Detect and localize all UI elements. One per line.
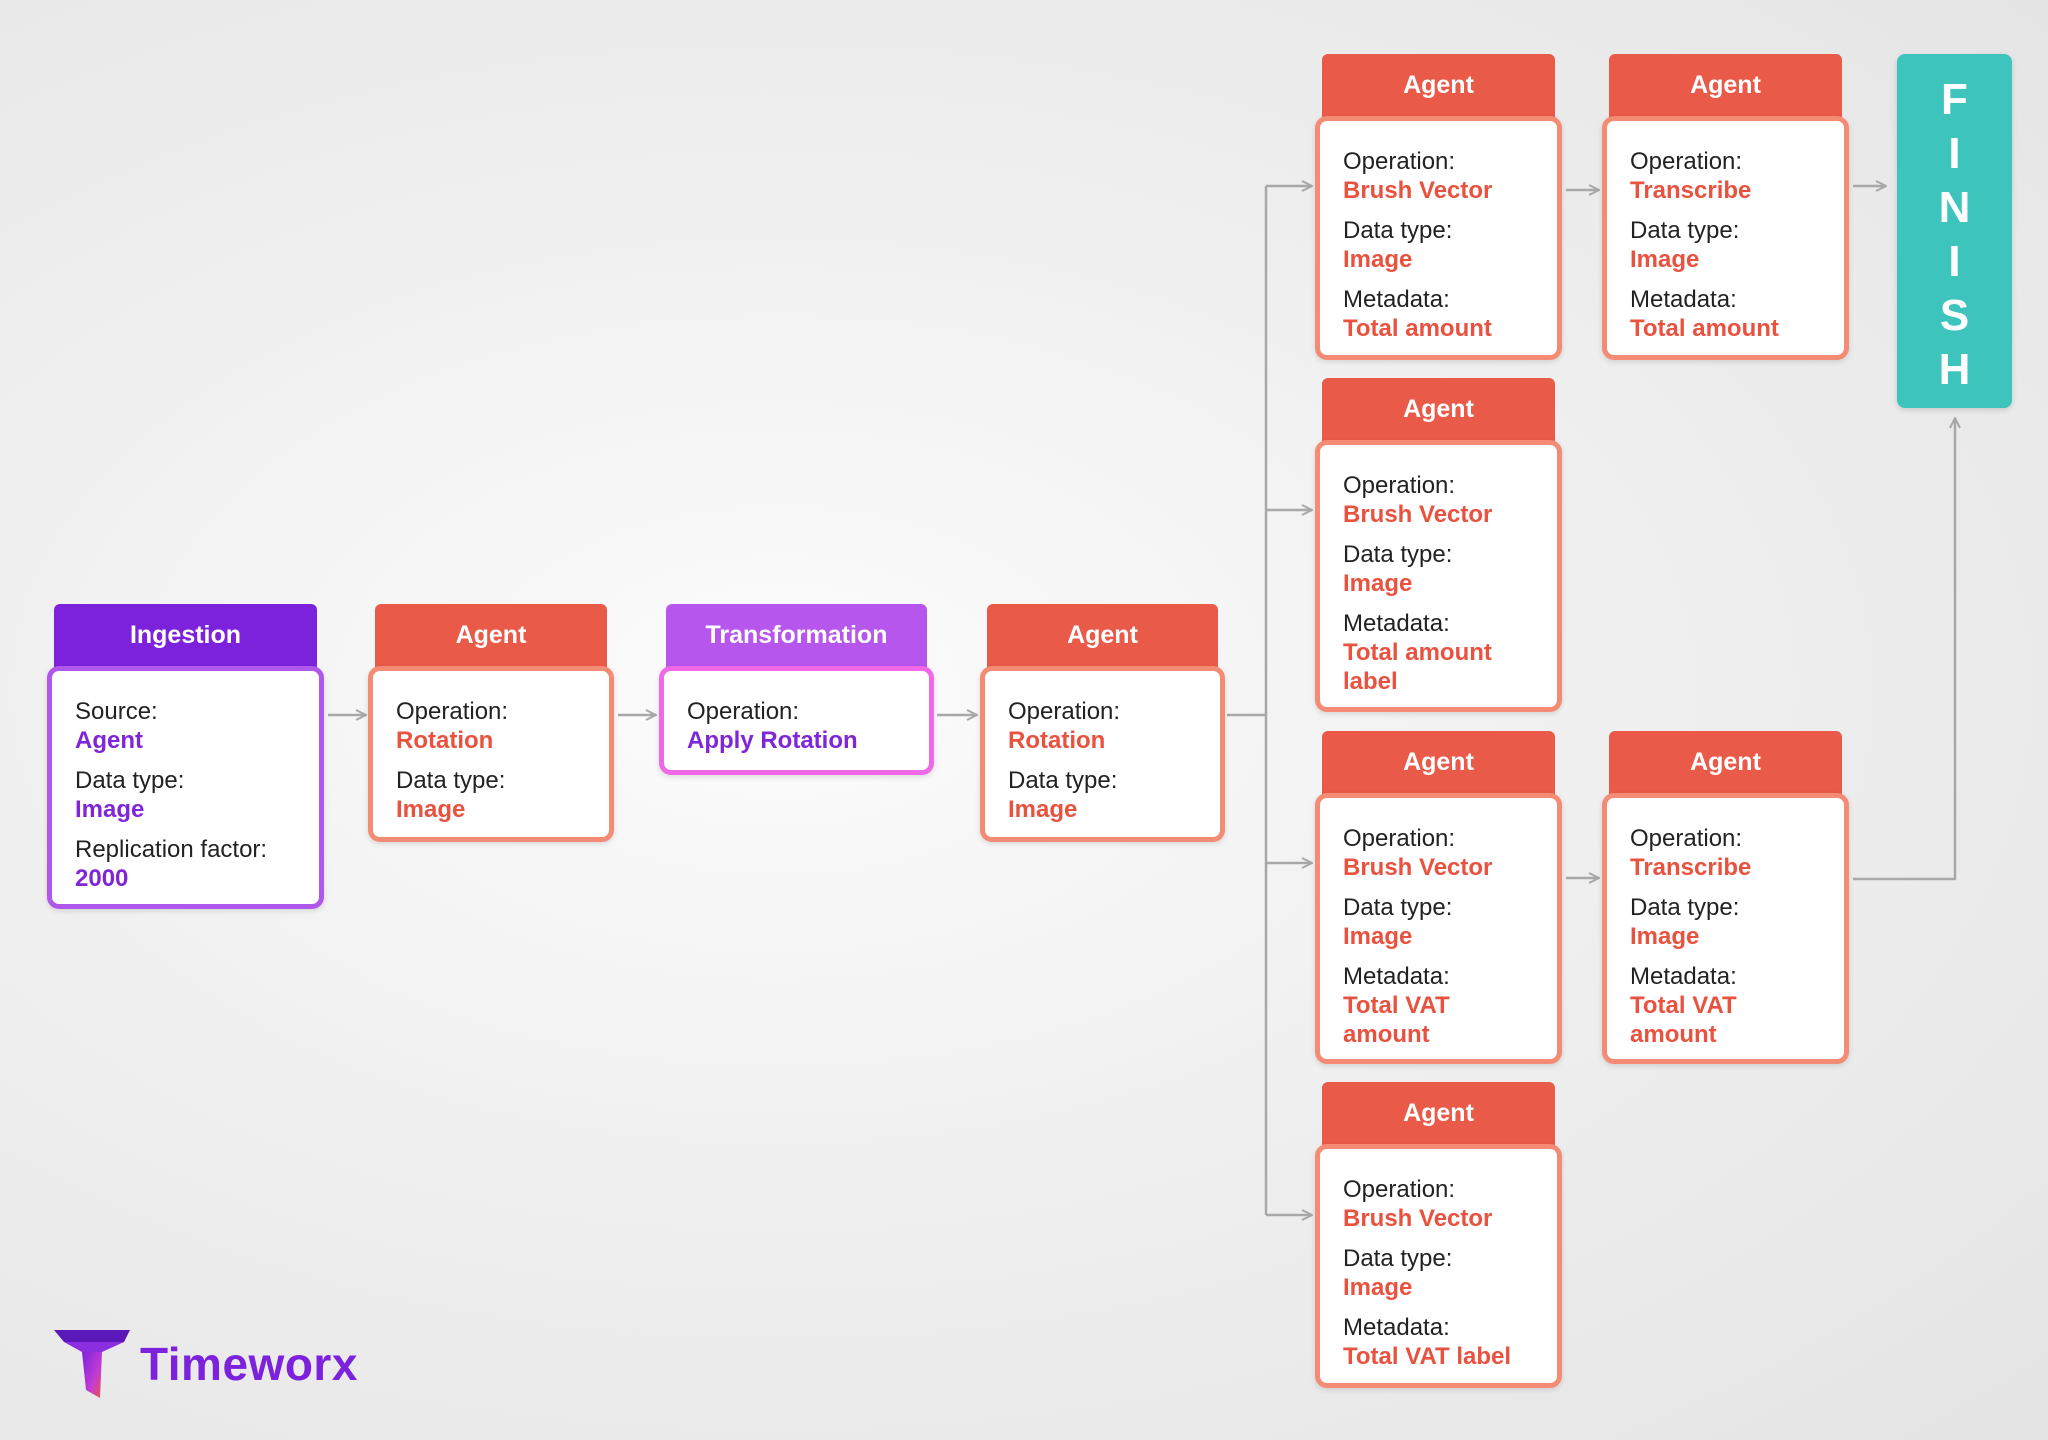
- field-value: Agent: [75, 727, 143, 754]
- finish-letter: N: [1938, 183, 1971, 232]
- agent-transcribe-total-amount-node: Agent Operation:Transcribe Data type:Ima…: [1602, 54, 1849, 360]
- field-value: 2000: [75, 865, 129, 892]
- agent-brush-vector-total-vat-amount-node: Agent Operation:Brush Vector Data type:I…: [1315, 731, 1562, 1064]
- field-value: Brush Vector: [1343, 501, 1493, 528]
- field-value: Total amount: [1630, 315, 1779, 342]
- agent-brush-vector-total-vat-label-node: Agent Operation:Brush Vector Data type:I…: [1315, 1082, 1562, 1388]
- transformation-node: Transformation Operation:Apply Rotation: [659, 604, 934, 775]
- field-value: Image: [1343, 246, 1413, 273]
- finish-letter: I: [1948, 129, 1961, 178]
- field-value: Image: [1343, 1274, 1413, 1301]
- field-value: Rotation: [1008, 727, 1106, 754]
- field-label: Source:: [75, 698, 158, 725]
- field-label: Metadata:: [1343, 610, 1450, 637]
- field-value: Total VAT amount: [1343, 992, 1450, 1048]
- finish-letter: H: [1938, 345, 1971, 394]
- field-value: Image: [1008, 796, 1078, 823]
- field-label: Data type:: [1630, 894, 1740, 921]
- node-title: Agent: [375, 604, 607, 674]
- node-title: Transformation: [666, 604, 927, 674]
- finish-letter: I: [1948, 237, 1961, 286]
- node-title: Agent: [1322, 378, 1555, 448]
- agent-rotation-node-2: Agent Operation:Rotation Data type:Image: [980, 604, 1225, 842]
- field-value: Total amount label: [1343, 639, 1492, 695]
- field-value: Image: [75, 796, 145, 823]
- field-label: Metadata:: [1343, 1314, 1450, 1341]
- field-value: Total VAT label: [1343, 1343, 1512, 1370]
- node-title: Agent: [1322, 1082, 1555, 1152]
- field-label: Operation:: [687, 698, 800, 725]
- field-label: Data type:: [1008, 767, 1118, 794]
- field-label: Metadata:: [1343, 286, 1450, 313]
- node-title: Agent: [1609, 54, 1842, 124]
- field-value: Image: [1630, 246, 1700, 273]
- field-label: Data type:: [396, 767, 506, 794]
- agent-rotation-node-1: Agent Operation:Rotation Data type:Image: [368, 604, 614, 842]
- field-label: Data type:: [1630, 217, 1740, 244]
- field-label: Data type:: [1343, 1245, 1453, 1272]
- field-value: Transcribe: [1630, 177, 1752, 204]
- agent-brush-vector-total-amount-node: Agent Operation:Brush Vector Data type:I…: [1315, 54, 1562, 360]
- finish-letter: F: [1941, 75, 1968, 124]
- field-value: Brush Vector: [1343, 854, 1493, 881]
- field-value: Image: [396, 796, 466, 823]
- field-label: Operation:: [1008, 698, 1121, 725]
- finish-letter: S: [1939, 291, 1970, 340]
- field-value: Image: [1630, 923, 1700, 950]
- logo-text: Timeworx: [140, 1338, 358, 1390]
- finish-block: F I N I S H: [1897, 54, 2012, 408]
- node-title: Agent: [1322, 731, 1555, 801]
- field-value: Image: [1343, 570, 1413, 597]
- field-label: Data type:: [75, 767, 185, 794]
- ingestion-node: Ingestion Source:Agent Data type:Image R…: [47, 604, 324, 909]
- field-label: Metadata:: [1630, 286, 1737, 313]
- field-value: Total VAT amount: [1630, 992, 1737, 1048]
- field-value: Brush Vector: [1343, 1205, 1493, 1232]
- field-label: Operation:: [1343, 472, 1456, 499]
- field-value: Transcribe: [1630, 854, 1752, 881]
- field-label: Metadata:: [1630, 963, 1737, 990]
- field-value: Apply Rotation: [687, 727, 858, 754]
- field-label: Operation:: [1630, 825, 1743, 852]
- node-title: Agent: [987, 604, 1218, 674]
- timeworx-logo-icon: [54, 1330, 130, 1398]
- field-value: Rotation: [396, 727, 494, 754]
- field-value: Brush Vector: [1343, 177, 1493, 204]
- field-label: Data type:: [1343, 541, 1453, 568]
- field-label: Replication factor:: [75, 836, 268, 863]
- node-title: Agent: [1322, 54, 1555, 124]
- agent-transcribe-total-vat-amount-node: Agent Operation:Transcribe Data type:Ima…: [1602, 731, 1849, 1064]
- field-label: Operation:: [396, 698, 509, 725]
- field-value: Image: [1343, 923, 1413, 950]
- field-label: Data type:: [1343, 894, 1453, 921]
- field-value: Total amount: [1343, 315, 1492, 342]
- arrow-branch3b-to-finish: [1853, 418, 1955, 881]
- timeworx-logo: Timeworx: [54, 1330, 358, 1398]
- agent-brush-vector-total-amount-label-node: Agent Operation:Brush Vector Data type:I…: [1315, 378, 1562, 712]
- field-label: Metadata:: [1343, 963, 1450, 990]
- field-label: Operation:: [1343, 825, 1456, 852]
- node-title: Agent: [1609, 731, 1842, 801]
- field-label: Data type:: [1343, 217, 1453, 244]
- field-label: Operation:: [1343, 1176, 1456, 1203]
- field-label: Operation:: [1343, 148, 1456, 175]
- field-label: Operation:: [1630, 148, 1743, 175]
- node-title: Ingestion: [54, 604, 317, 674]
